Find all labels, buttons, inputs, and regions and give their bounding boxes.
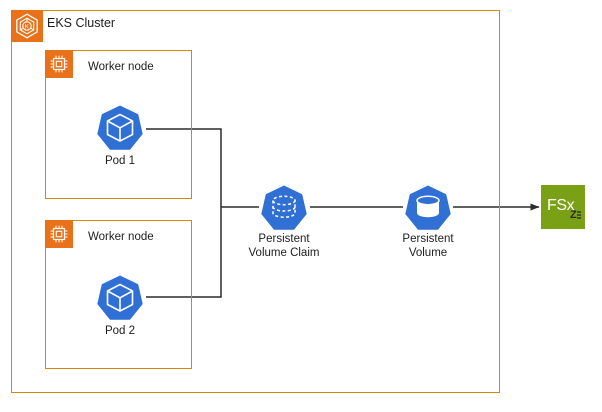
- kubernetes-pod-icon: [95, 102, 145, 152]
- eks-cluster-container: [11, 10, 500, 393]
- eks-cluster-icon: K: [11, 10, 43, 42]
- persistent-volume-label: Persistent Volume: [402, 233, 454, 259]
- worker-node-icon: [45, 220, 73, 248]
- eks-cluster-label: EKS Cluster: [47, 16, 116, 30]
- pod-label-2: Pod 2: [104, 325, 136, 337]
- worker-node-container-2: [45, 220, 192, 369]
- svg-text:FSx: FSx: [547, 197, 575, 214]
- connector-pod2-to-pvc: [146, 207, 222, 298]
- worker-node-container-1: [45, 50, 192, 199]
- worker-node-label-2: Worker node: [88, 231, 154, 243]
- kubernetes-pod-icon: [95, 272, 145, 322]
- persistent-volume-claim-label: Persistent Volume Claim: [248, 233, 320, 259]
- persistent-volume-icon: [403, 182, 453, 232]
- amazon-fsx-icon: FSx Z: [541, 185, 585, 229]
- worker-node-label-1: Worker node: [88, 61, 154, 73]
- pod-label-1: Pod 1: [104, 155, 136, 167]
- persistent-volume-claim-icon: [259, 182, 309, 232]
- connector-pod1-to-pvc: [146, 128, 222, 207]
- worker-node-icon: [45, 50, 73, 78]
- svg-text:K: K: [25, 24, 30, 31]
- svg-text:Z: Z: [570, 209, 577, 221]
